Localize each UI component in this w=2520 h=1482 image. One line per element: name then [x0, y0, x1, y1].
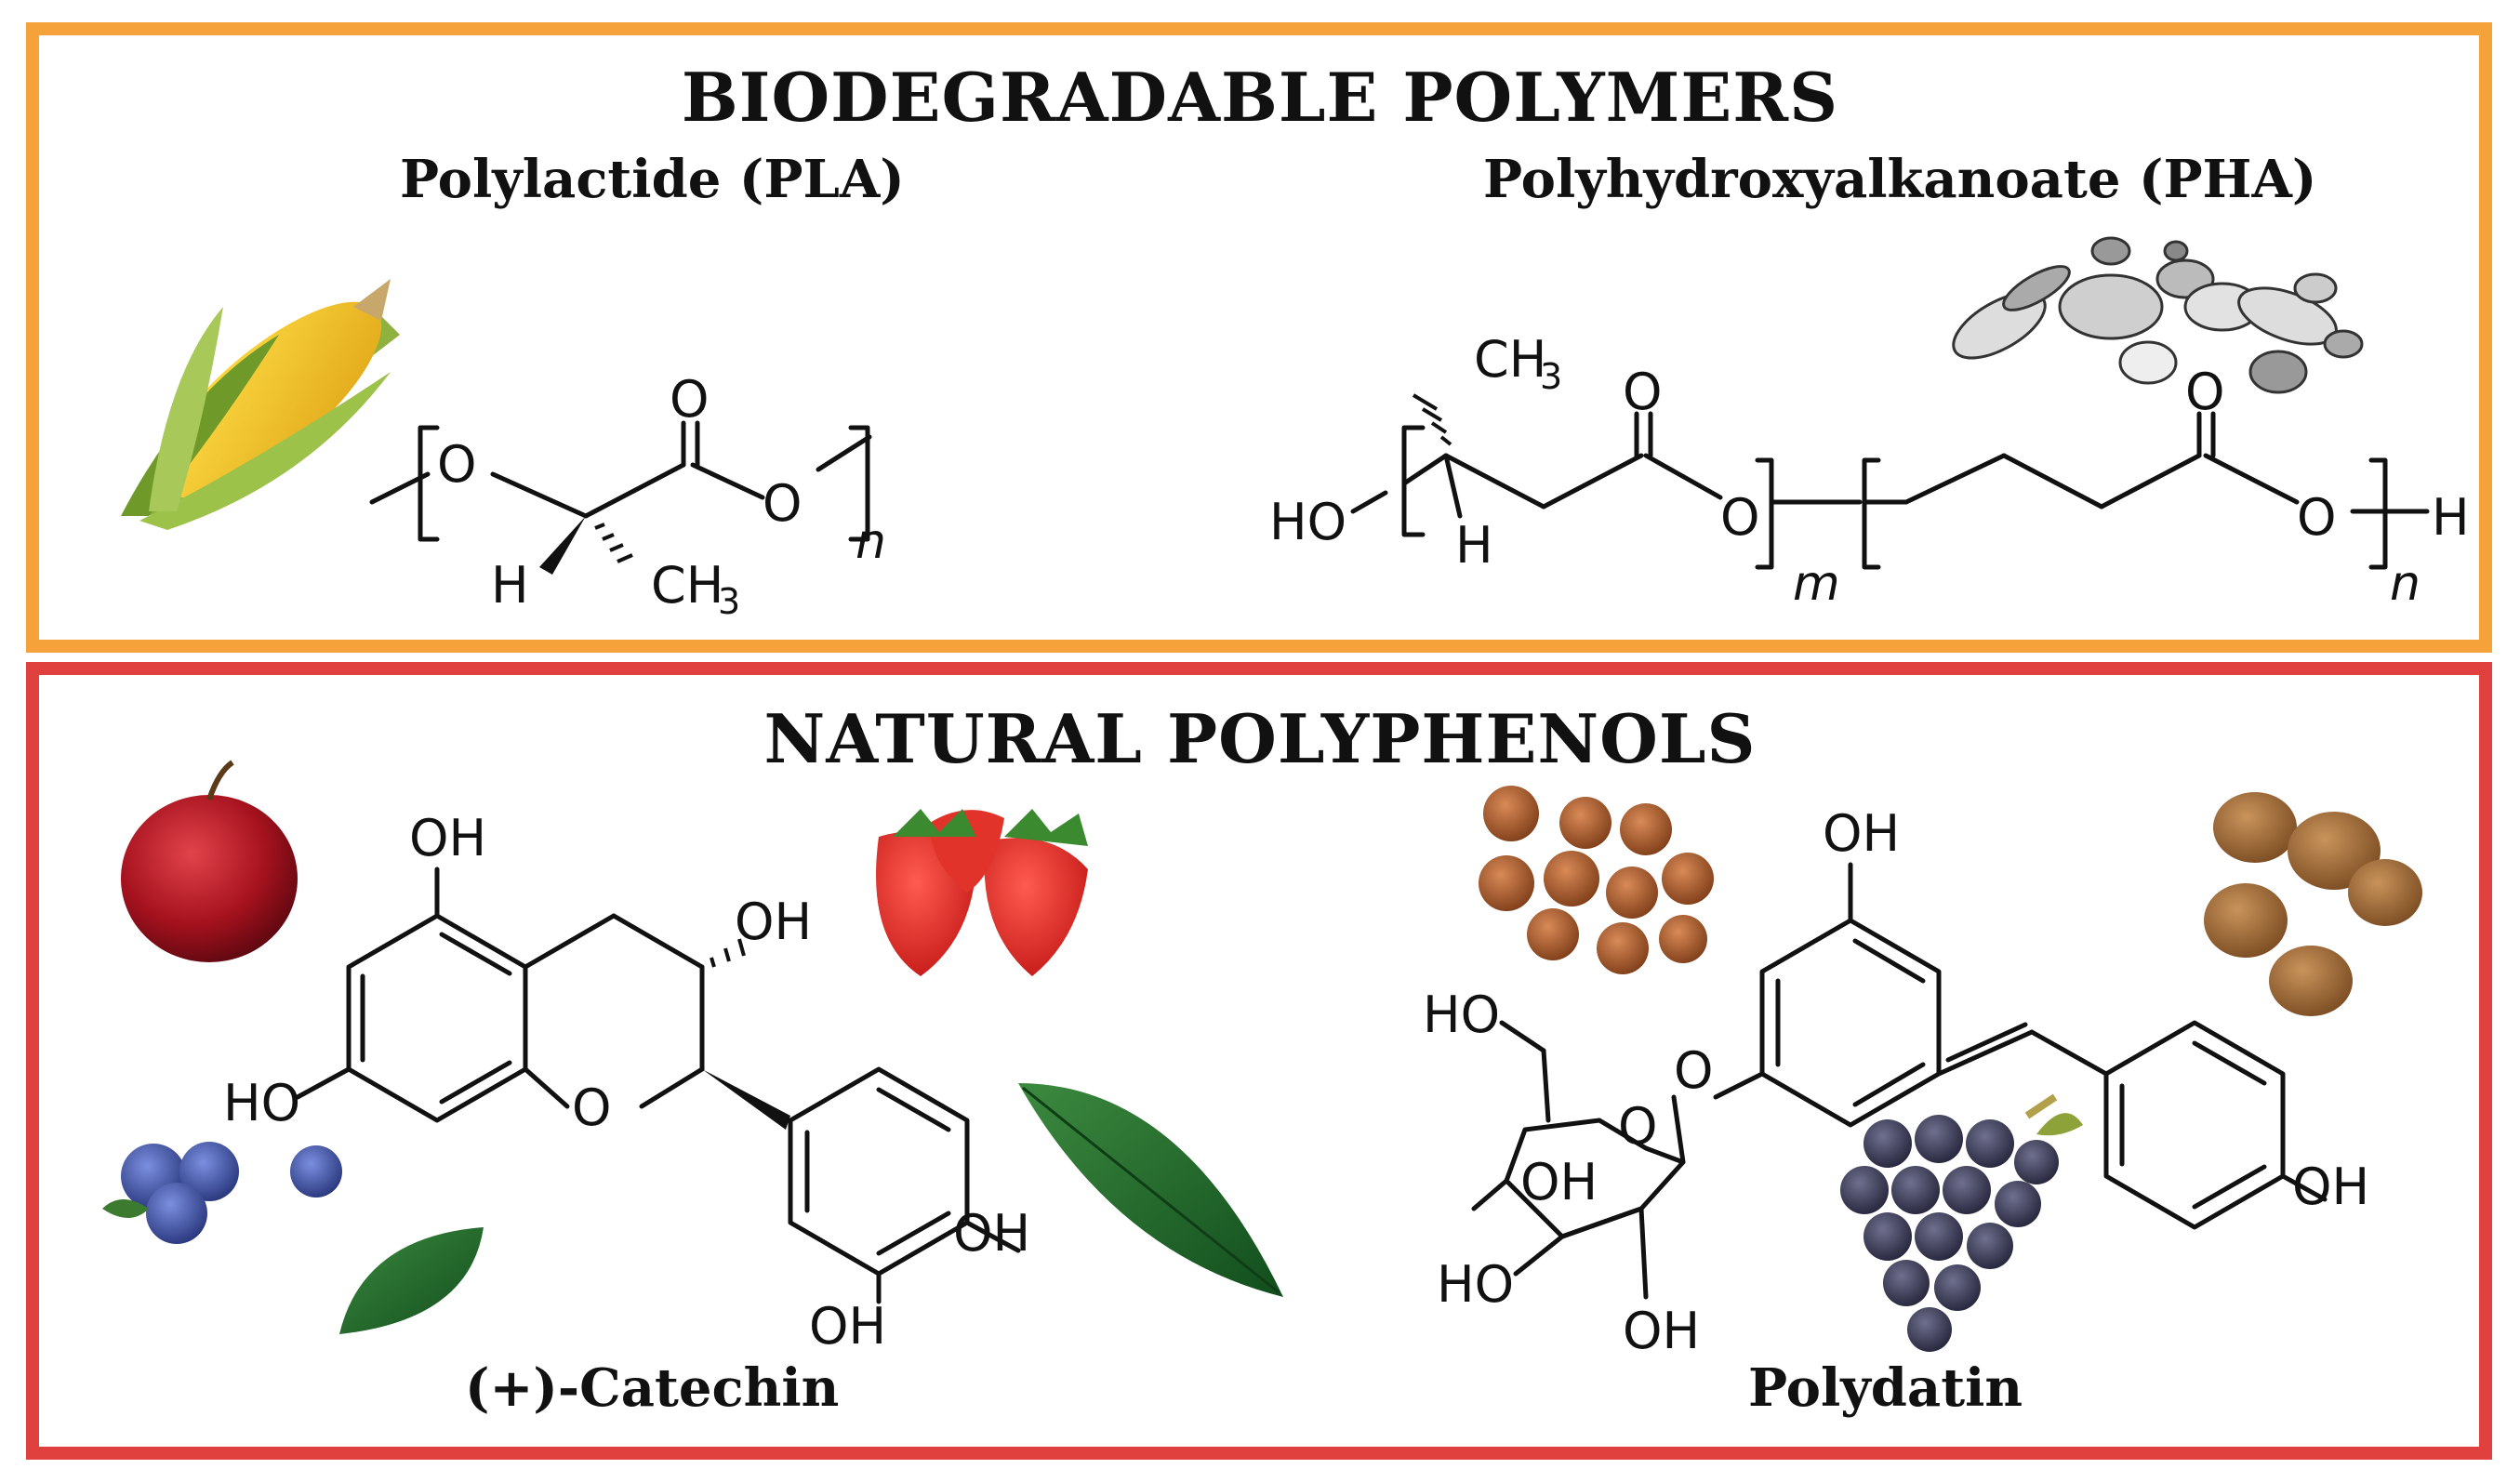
polydatin-oh-phenol: OH [2292, 1158, 2369, 1216]
catechin-o-ring: O [572, 1078, 612, 1137]
pha-o-ester-1: O [1720, 488, 1760, 547]
pla-n: n [855, 514, 886, 570]
polydatin-label: Polydatin [1748, 1357, 2023, 1419]
polydatin-o-link: O [1674, 1041, 1714, 1100]
bacteria-cells-icon [1952, 236, 2364, 394]
polydatin-oh-top: OH [1823, 804, 1900, 863]
corn-icon [121, 279, 400, 530]
pha-h: H [1455, 516, 1493, 575]
leaf-icon [339, 1083, 1283, 1334]
natural-polyphenols-panel [26, 662, 2492, 1460]
biodegradable-polymers-title: BIODEGRADABLE POLYMERS [681, 58, 1839, 137]
catechin-oh-top: OH [409, 809, 486, 867]
catechin-ho-left: HO [223, 1074, 300, 1132]
pla-ch3: CH [651, 556, 723, 615]
natural-polyphenols-title: NATURAL POLYPHENOLS [763, 699, 1757, 778]
strawberry-icon [876, 809, 1088, 976]
pha-ho: HO [1269, 493, 1346, 551]
polydatin-oh-sugar-3: OH [1623, 1302, 1700, 1360]
pha-h-end: H [2432, 488, 2470, 547]
catechin-oh-catechol-2: OH [809, 1297, 886, 1356]
pha-label: Polyhydroxyalkanoate (PHA) [1483, 149, 2317, 210]
pla-label: Polylactide (PLA) [400, 149, 905, 210]
pha-o-ester-2: O [2297, 488, 2337, 547]
catechin-oh-right: OH [735, 893, 812, 951]
walnut-icon [2204, 792, 2422, 1016]
pha-ch3-sub: 3 [1540, 356, 1562, 397]
catechin-oh-catechol-1: OH [953, 1204, 1030, 1263]
pha-o-carbonyl-1: O [1623, 363, 1663, 421]
pla-o-ester: O [763, 474, 802, 533]
pla-o-carbonyl: O [670, 370, 710, 429]
polydatin-ho-sugar-2: HO [1437, 1255, 1514, 1314]
catechin-structure: OH OH HO O OH OH [223, 809, 1030, 1356]
polydatin-ho-ch2: HO [1423, 986, 1500, 1044]
pha-o-carbonyl-2: O [2185, 363, 2225, 421]
blueberry-icon [102, 1142, 342, 1244]
pla-o-ring: O [437, 435, 477, 494]
pha-n: n [2390, 556, 2421, 612]
hazelnut-icon [1479, 786, 1714, 974]
catechin-label: (+)-Catechin [465, 1357, 840, 1419]
pha-m: m [1793, 556, 1840, 612]
polydatin-o-ring: O [1618, 1097, 1658, 1156]
apple-icon [121, 760, 298, 962]
polydatin-oh-sugar-1: OH [1520, 1153, 1598, 1211]
polydatin-structure: OH HO O O OH HO OH OH [1423, 804, 2369, 1360]
pha-ch3: CH [1474, 330, 1546, 389]
pha-structure: HO CH 3 H O O m O O H n [1269, 330, 2470, 612]
pla-structure: O O O H CH 3 n [369, 370, 886, 622]
pla-ch3-sub: 3 [718, 581, 740, 622]
pla-h: H [491, 556, 529, 615]
biodegradable-polymers-panel [26, 22, 2492, 653]
grapes-icon [1840, 1093, 2083, 1352]
